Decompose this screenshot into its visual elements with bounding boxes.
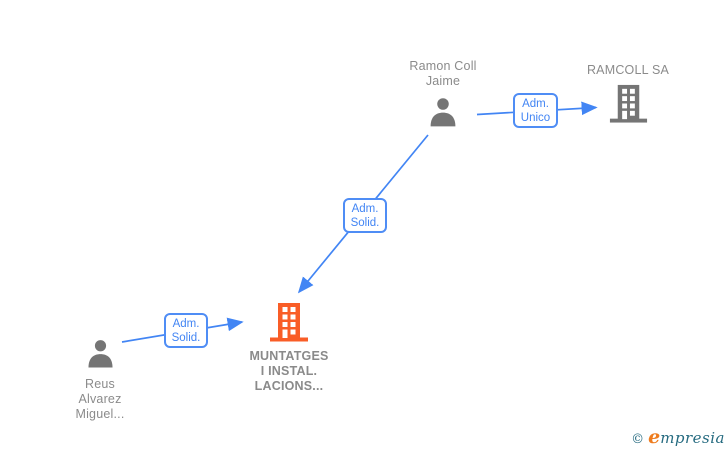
person-name: Reus Alvarez Miguel... — [75, 377, 125, 421]
person-name: Ramon Coll Jaime — [409, 59, 477, 88]
company-name: RAMCOLL SA — [586, 63, 670, 77]
person-icon — [427, 96, 459, 133]
brand-initial: e — [648, 426, 661, 448]
company-name: MUNTATGES I INSTAL. LACIONS... — [249, 349, 329, 393]
copyright-symbol: © — [631, 432, 645, 447]
node-person-ramon[interactable]: Ramon Coll Jaime — [383, 59, 503, 133]
empresia-watermark: © e mpresia — [631, 426, 725, 448]
edge-label-adm-solid-reus: Adm. Solid. — [164, 313, 208, 348]
node-company-muntatges[interactable]: MUNTATGES I INSTAL. LACIONS... — [229, 300, 349, 394]
building-icon — [607, 82, 650, 130]
brand-name: mpresia — [660, 429, 725, 447]
edge-label-adm-unico: Adm. Unico — [513, 93, 558, 128]
edge-label-adm-solid-ramon: Adm. Solid. — [343, 198, 387, 233]
node-company-ramcoll[interactable]: RAMCOLL SA — [568, 63, 688, 130]
node-person-reus[interactable]: Reus Alvarez Miguel... — [40, 338, 160, 422]
building-icon — [267, 300, 311, 349]
person-icon — [85, 338, 116, 374]
